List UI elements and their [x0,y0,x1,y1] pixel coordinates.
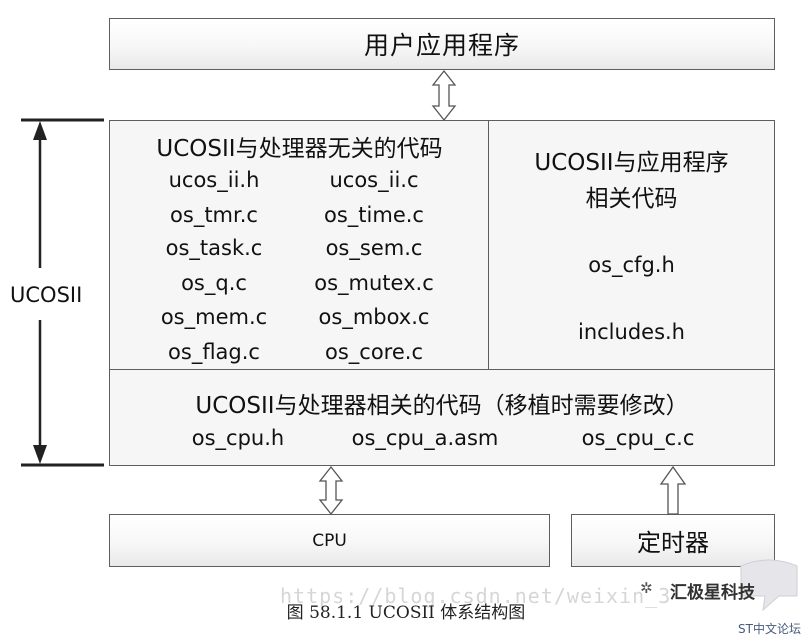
file-name: os_tmr.c [170,203,258,227]
file-name: os_cpu_a.asm [351,426,499,450]
brand-name: 汇极星科技 [670,583,755,603]
file-name: os_mem.c [160,305,268,329]
brand-logo [740,559,798,612]
user-application-box: 用户应用程序 [109,18,775,70]
arrow-head-up-icon [33,121,47,140]
file-name: os_sem.c [325,236,423,260]
application-related-title-line2: 相关代码 [585,186,678,212]
file-name: os_mutex.c [314,271,434,295]
timer-label: 定时器 [637,529,709,557]
double-arrow-icon [318,465,344,516]
application-related-title-line1: UCOSII与应用程序 [534,150,729,176]
file-name: os_cpu.h [191,426,285,450]
file-name: includes.h [577,320,685,344]
processor-dependent-code-box: UCOSII与处理器相关的代码（移植时需要修改） os_cpu.h os_cpu… [109,369,775,466]
file-name: os_core.c [325,340,423,364]
ucosii-side-label: UCOSII [10,283,83,307]
file-name: os_time.c [324,203,424,227]
watermark-text: https://blog.csdn.net/weixin_3 [280,584,672,608]
file-name: os_flag.c [168,340,260,364]
file-name: os_cpu_c.c [581,426,695,450]
file-name: ucos_ii.h [168,168,260,192]
double-arrow-icon [431,69,457,122]
file-name: os_mbox.c [318,305,430,329]
cpu-label: CPU [312,530,347,551]
application-related-code-box: UCOSII与应用程序 相关代码 os_cfg.h includes.h [488,120,775,371]
file-name: os_q.c [181,271,247,295]
file-name: os_task.c [165,236,263,260]
file-name: ucos_ii.c [329,168,419,192]
user-application-label: 用户应用程序 [363,31,520,60]
figure-caption: 图 58.1.1 UCOSII 体系结构图 [286,603,526,623]
up-arrow-icon [659,465,687,515]
forum-name: ST中文论坛 [738,622,801,636]
processor-independent-title: UCOSII与处理器无关的代码 [156,136,443,162]
timer-box: 定时器 [571,514,775,567]
wechat-icon: ✲ [640,579,653,597]
processor-dependent-title: UCOSII与处理器相关的代码（移植时需要修改） [195,393,689,419]
arrow-head-down-icon [33,445,47,464]
cpu-box: CPU [109,514,550,567]
file-name: os_cfg.h [588,253,675,277]
